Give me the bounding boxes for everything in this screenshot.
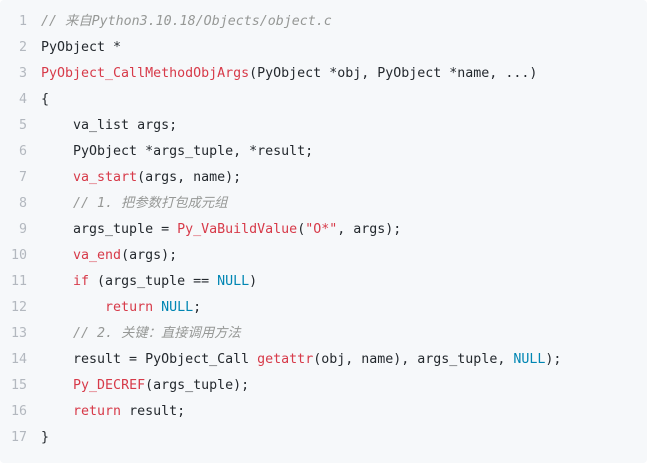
line-number: 6: [18, 144, 27, 159]
code-token: NULL: [161, 300, 194, 315]
code-token: [41, 378, 73, 393]
code-token: NULL: [513, 352, 546, 367]
code-line: 3 PyObject_CallMethodObjArgs(PyObject *ob…: [0, 61, 647, 87]
code-line: 15 Py_DECREF(args_tuple);: [0, 373, 647, 399]
code-token: [41, 274, 73, 289]
code-line: 5 va_list args;: [0, 113, 647, 139]
code-token: [41, 404, 73, 419]
code-token: [41, 300, 105, 315]
code-token: [41, 248, 73, 263]
code-token: (obj, name), args_tuple,: [313, 352, 514, 367]
code-token: (: [297, 222, 306, 237]
code-text: // 2. 关键：直接调用方法: [41, 321, 241, 347]
code-text: // 来自Python3.10.18/Objects/object.c: [41, 9, 332, 35]
code-line: 4{: [0, 87, 647, 113]
code-line: 10 va_end(args);: [0, 243, 647, 269]
code-text: va_start(args, name);: [41, 165, 241, 191]
code-token: getattr: [257, 352, 314, 367]
code-text: return result;: [41, 399, 185, 425]
code-token: if: [73, 274, 90, 289]
code-token: (args, name);: [137, 170, 242, 185]
line-number: 11: [10, 274, 27, 289]
code-token: NULL: [217, 274, 250, 289]
code-text: PyObject *: [41, 35, 121, 61]
code-text: }: [41, 425, 49, 451]
line-number: 12: [10, 300, 27, 315]
code-text: Py_DECREF(args_tuple);: [41, 373, 249, 399]
code-token: Py_VaBuildValue: [177, 222, 298, 237]
code-token: [41, 170, 73, 185]
line-number: 16: [10, 404, 27, 419]
code-text: return NULL;: [41, 295, 201, 321]
code-token: (args);: [121, 248, 178, 263]
code-token: PyObject_CallMethodObjArgs: [41, 66, 250, 81]
code-token: args_tuple =: [41, 222, 178, 237]
code-text: va_end(args);: [41, 243, 177, 269]
code-text: // 1. 把参数打包成元组: [41, 191, 227, 217]
code-text: PyObject_CallMethodObjArgs(PyObject *obj…: [41, 61, 537, 87]
code-line: 11 if (args_tuple == NULL): [0, 269, 647, 295]
line-number: 13: [10, 326, 27, 341]
line-number: 4: [18, 92, 27, 107]
code-token: result = PyObject_Call: [41, 352, 258, 367]
code-token: (PyObject *obj, PyObject *name, ...): [249, 66, 538, 81]
line-number: 5: [18, 118, 27, 133]
code-token: (args_tuple ==: [89, 274, 218, 289]
code-line: 13 // 2. 关键：直接调用方法: [0, 321, 647, 347]
line-number: 9: [18, 222, 27, 237]
code-text: args_tuple = Py_VaBuildValue("O*", args)…: [41, 217, 401, 243]
code-token: va_end: [73, 248, 122, 263]
line-number: 15: [10, 378, 27, 393]
code-token: return: [105, 300, 154, 315]
line-number: 2: [18, 40, 27, 55]
line-number: 10: [10, 248, 27, 263]
code-token: // 1. 把参数打包成元组: [41, 196, 228, 211]
code-token: va_list args;: [41, 118, 178, 133]
code-token: // 2. 关键：直接调用方法: [41, 326, 241, 341]
code-token: (args_tuple);: [145, 378, 250, 393]
line-number: 1: [18, 14, 27, 29]
code-line: 1 // 来自Python3.10.18/Objects/object.c: [0, 9, 647, 35]
code-token: }: [41, 430, 50, 445]
code-line: 6 PyObject *args_tuple, *result;: [0, 139, 647, 165]
code-token: ): [249, 274, 258, 289]
code-text: va_list args;: [41, 113, 177, 139]
code-token: , args);: [337, 222, 402, 237]
code-text: if (args_tuple == NULL): [41, 269, 257, 295]
code-token: Py_DECREF: [73, 378, 146, 393]
line-number: 8: [18, 196, 27, 211]
code-line: 2 PyObject *: [0, 35, 647, 61]
code-token: PyObject *args_tuple, *result;: [41, 144, 314, 159]
code-token: {: [41, 92, 50, 107]
line-number: 14: [10, 352, 27, 367]
code-token: "O*": [305, 222, 338, 237]
code-line: 14 result = PyObject_Call getattr(obj, n…: [0, 347, 647, 373]
code-line: 9 args_tuple = Py_VaBuildValue("O*", arg…: [0, 217, 647, 243]
code-token: return: [73, 404, 122, 419]
line-number: 7: [18, 170, 27, 185]
code-token: result;: [121, 404, 186, 419]
code-token: [153, 300, 161, 315]
code-token: );: [545, 352, 562, 367]
code-token: PyObject *: [41, 40, 122, 55]
line-number: 17: [10, 430, 27, 445]
code-text: {: [41, 87, 49, 113]
code-line: 7 va_start(args, name);: [0, 165, 647, 191]
code-line: 16 return result;: [0, 399, 647, 425]
code-line: 17}: [0, 425, 647, 451]
code-text: result = PyObject_Call getattr(obj, name…: [41, 347, 561, 373]
code-text: PyObject *args_tuple, *result;: [41, 139, 313, 165]
code-token: ;: [193, 300, 202, 315]
code-line: 8 // 1. 把参数打包成元组: [0, 191, 647, 217]
line-number: 3: [18, 66, 27, 81]
code-token: va_start: [73, 170, 138, 185]
code-token: // 来自Python3.10.18/Objects/object.c: [41, 14, 332, 29]
code-line: 12 return NULL;: [0, 295, 647, 321]
